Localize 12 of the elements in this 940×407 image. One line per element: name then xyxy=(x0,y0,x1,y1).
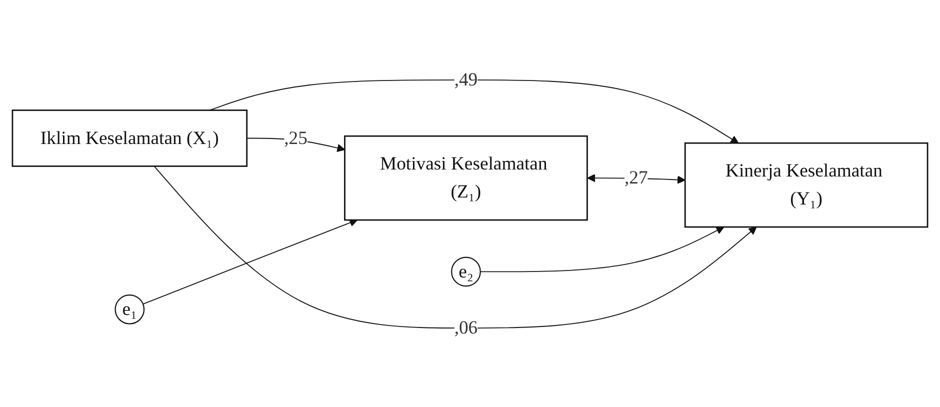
arrow xyxy=(480,226,724,272)
arrow xyxy=(142,218,358,304)
edge-label: ,27 xyxy=(624,167,648,188)
edge-label: ,06 xyxy=(454,317,478,338)
node-box: Motivasi Keselamatan (Z₁) xyxy=(344,134,588,220)
edge-label: ,25 xyxy=(284,127,308,148)
node-box: Kinerja Keselamatan (Y₁) xyxy=(684,142,928,228)
arrow xyxy=(154,165,757,328)
node-circle: e₁ xyxy=(114,294,145,324)
edge-label: ,49 xyxy=(454,69,478,90)
node-box: Iklim Keselamatan (X₁) xyxy=(12,109,248,166)
node-circle: e₂ xyxy=(451,256,481,286)
